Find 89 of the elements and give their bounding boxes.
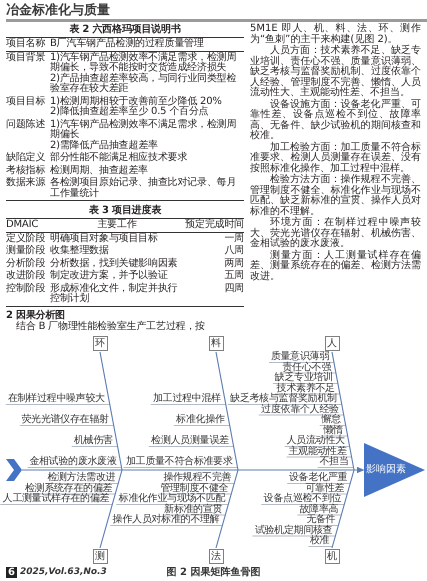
table-cell-text: 各检测项目原始记录、抽查比对记录、每月工作量统计 — [50, 178, 238, 199]
row-header: 项目背景 — [6, 52, 46, 63]
body-paragraph: 5M1E 即人、机、料、法、环、测作为“鱼刺”的主干来构建(见图 2)。 — [250, 24, 421, 44]
cause-label: 标准化作业与现场不匹配 — [118, 494, 226, 504]
cause-label: 人工测量试样存在的偏差 — [2, 494, 110, 504]
table-cell-text: 一周 — [224, 232, 244, 244]
table-cell-text: 收集整理数据 — [50, 245, 109, 256]
table-cell-text: 2)降低抽查超差率至少 0.5 个百分点 — [50, 107, 210, 118]
cause-label: 管理制度不健全 — [160, 484, 228, 494]
cause-label: 试验机定期间核查 — [254, 526, 332, 536]
table-cell-text: B厂汽车钢产品检测的过程质量管理 — [50, 39, 205, 50]
cause-label: 新标准的宣贯 — [164, 504, 222, 514]
cause-label: 操作规程不完善 — [163, 473, 232, 483]
row-header: 数据来源 — [6, 178, 46, 188]
cause-label: 操作人员对标准的不理解 — [112, 515, 220, 526]
fish-head: 影响因素 — [364, 443, 425, 497]
issue-info: 2025,Vol.63,No.3 — [20, 567, 107, 578]
cause-label: 在制样过程中噪声较大 — [8, 394, 105, 404]
body-paragraph: 测量方面：人工测量试样存在偏差、测量系统存在的偏差、检测方法需改进。 — [250, 250, 421, 282]
tail-chevron — [6, 459, 22, 481]
body-paragraph: 结合 B 厂物理性能检验室生产工艺过程，按 — [15, 322, 206, 332]
category-box: 机 — [324, 549, 340, 564]
row-header: 问题陈述 — [6, 120, 46, 130]
figure-caption: 图 2 因果矩阵鱼骨图 — [166, 567, 260, 579]
cause-label: 不担当 — [319, 457, 349, 468]
table-cell-text: 五周 — [224, 270, 244, 281]
row-header: 缺陷定义 — [6, 153, 46, 164]
table-cell-text: 定义阶段 — [6, 232, 46, 244]
cause-label: 质量意识薄弱 — [270, 352, 329, 362]
table-cell-text: 制定改进方案，并予以验证 — [50, 270, 168, 281]
category-box: 料 — [208, 336, 224, 351]
cause-label: 技术素养不足 — [276, 384, 335, 394]
cause-label: 金相试验的废水废液 — [29, 457, 117, 468]
table-title: 表 2 六西格玛项目说明书 — [68, 24, 182, 36]
cause-label: 懈怠 — [321, 415, 341, 425]
category-box: 法 — [208, 549, 224, 564]
table-title: 表 3 项目进度表 — [88, 205, 162, 217]
column-header: 主要工作 — [97, 219, 137, 230]
cause-label: 故障率高 — [300, 504, 338, 514]
cause-label: 缺乏专业培训 — [274, 373, 333, 383]
cause-label: 可靠性差 — [305, 484, 344, 494]
cause-label: 校准 — [310, 536, 330, 546]
row-header: 考核指标 — [6, 166, 46, 176]
column-header: 预定完成时间 — [185, 219, 244, 230]
cause-label: 检测人员测量误差 — [151, 436, 229, 446]
cause-label: 设备老化严重 — [289, 473, 348, 483]
cause-label: 标准化操作 — [176, 415, 225, 426]
body-paragraph: 设备设施方面：设备老化严重、可靠性差、设备点巡检不到位、故障率高、无备件、缺少试验机的期间核查和校准。 — [250, 100, 421, 142]
row-header: 项目目标 — [6, 96, 46, 107]
column-header: DMAIC — [6, 219, 38, 230]
table-cell-text: 1)检测周期相较于改善前至少降低 20% — [50, 96, 223, 106]
table-cell-text: 检测周期、抽查超差率 — [50, 166, 150, 176]
category-box: 环 — [92, 336, 108, 351]
table-cell-text: 八周 — [224, 245, 244, 256]
table-cell-text: 测量阶段 — [6, 245, 46, 256]
table-cell-text: 分析阶段 — [6, 258, 46, 268]
table-cell-text: 部分性能不能满足相应技术要求 — [50, 153, 188, 164]
cause-label: 设备点巡检不到位 — [264, 494, 342, 504]
table-cell-text: 两周 — [224, 258, 244, 268]
table-cell-text: 四周 — [224, 282, 244, 294]
cause-label: 检测系统存在的偏差 — [24, 484, 112, 494]
cause-label: 懒惰 — [323, 426, 343, 436]
cause-label: 荧光光谱仪存在辐射 — [21, 415, 109, 426]
cause-label: 检测方法需改进 — [47, 473, 116, 483]
table-cell-text: 2)需降低产品抽查超差率 — [50, 140, 159, 151]
category-box: 人 — [324, 336, 340, 351]
table-cell-text: 控制阶段 — [6, 282, 46, 294]
cause-label: 无备件 — [306, 515, 336, 525]
cause-label: 加工过程中混样 — [152, 394, 221, 404]
table-cell-text: 分析数据，找到关键影响因素 — [50, 258, 178, 268]
cause-label: 人员流动性大 — [286, 436, 345, 446]
cause-label: 主观能动性差 — [288, 446, 347, 456]
table-cell-text: 明确项目对象与项目目标 — [50, 232, 158, 244]
table-cell-text: 2)产品抽查超差率较高，与同行业同类型检验室存在较大差距 — [50, 74, 238, 94]
body-paragraph: 加工检验方面：加工质量不符合标准要求、检测人员测量存在误差、没有按照标准化操作、加工过程中混样。 — [250, 142, 421, 174]
bone-arrow — [331, 467, 364, 548]
cause-label: 过度依靠个人经验 — [261, 404, 339, 414]
page-number: 6 — [6, 567, 17, 578]
category-box: 测 — [92, 549, 108, 564]
table-cell-text: 形成标准化文件，制定并执行控制计划 — [50, 282, 178, 304]
cause-label: 机械伤害 — [74, 436, 113, 446]
journal-header: 冶金标准化与质量 — [6, 3, 111, 18]
table-cell-text: 1)汽车钢产品检测效率不满足需求，检测周期偏长，导致不能按时交货造成经济损失 — [50, 52, 238, 73]
table-cell-text: 改进阶段 — [6, 270, 46, 281]
cause-label: 加工质量不符合标准要求 — [126, 457, 233, 468]
row-header: 项目名称 — [6, 39, 46, 50]
section-heading: 2 因果分析图 — [6, 310, 66, 320]
cause-label: 缺乏考核与监督奖励机制 — [230, 394, 337, 404]
table-cell-text: 1)汽车钢产品检测效率不满足需求，检测周期偏长 — [50, 120, 238, 140]
